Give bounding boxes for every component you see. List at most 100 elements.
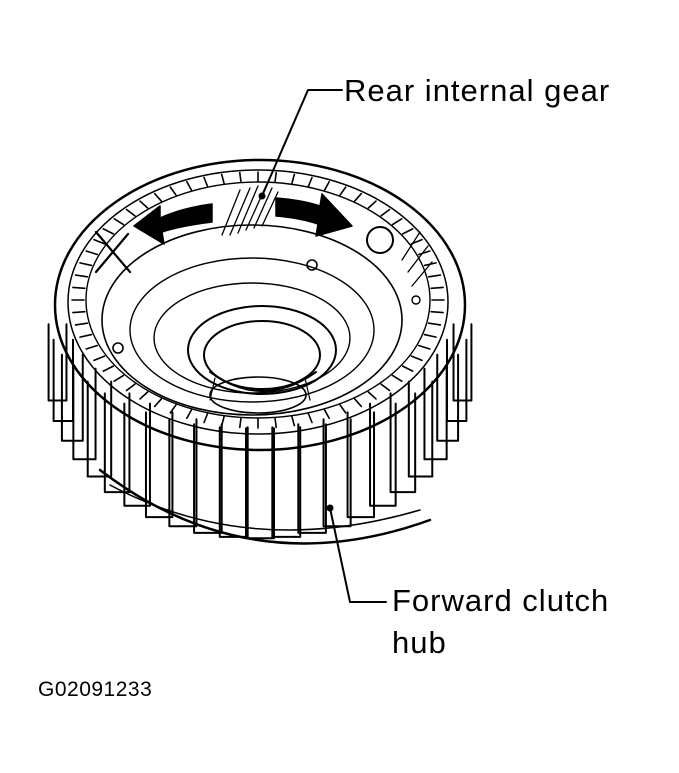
hub-spline-tooth [436, 353, 460, 442]
hub-spline-tooth [297, 423, 327, 534]
internal-gear-tooth [93, 238, 106, 245]
hub-spline-tooth [407, 380, 434, 478]
bore-ellipse-inner [203, 320, 321, 390]
hub-spline-tooth [218, 426, 249, 538]
internal-gear-tooth [125, 208, 136, 217]
forward-clutch-hub-label: Forward clutch hub [392, 583, 610, 660]
hole-small-left [112, 342, 124, 354]
internal-gear-tooth [430, 286, 444, 290]
internal-gear-tooth [380, 208, 391, 217]
internal-gear-tooth [427, 322, 442, 326]
hub-spline-tooth [47, 323, 68, 402]
hub-spline-tooth [389, 392, 417, 494]
leader-dot-rear [258, 192, 266, 200]
internal-gear-tooth [323, 180, 330, 191]
bore-ellipse-outer [187, 305, 337, 395]
internal-gear-tooth [113, 217, 125, 226]
internal-gear-tooth [72, 310, 86, 314]
bore-shading [209, 377, 311, 401]
internal-gear-tooth [220, 173, 225, 185]
internal-gear-tooth [423, 333, 437, 338]
hole-small-right [411, 295, 421, 305]
hole-small-top [306, 259, 318, 271]
internal-gear-tooth [139, 391, 149, 400]
internal-gear-tooth [417, 250, 431, 256]
hub-spline-tooth [271, 426, 302, 538]
internal-gear-tooth [353, 192, 363, 202]
rotation-arrow-left-icon [133, 203, 213, 245]
leader-line-forward-clutch-hub [329, 507, 387, 603]
internal-gear-tooth [113, 374, 125, 383]
bore-throat [209, 371, 317, 392]
hub-spline-tooth [322, 418, 352, 528]
platform-ellipse-1 [101, 224, 403, 416]
internal-gear-tooth [401, 365, 414, 372]
internal-gear-tooth [353, 398, 363, 408]
internal-gear-tooth [74, 274, 89, 278]
internal-gear-tooth [102, 228, 115, 235]
outer-rim-inner-ellipse [67, 169, 449, 435]
internal-gear-tooth [274, 171, 278, 183]
internal-gear-tooth [186, 409, 193, 420]
hub-bottom-rim [98, 468, 432, 545]
internal-gear-tooth [291, 415, 296, 427]
internal-gear-tooth [203, 413, 209, 424]
internal-gear-tooth [153, 398, 163, 408]
internal-gear-root-ellipse [85, 181, 431, 419]
internal-gear-tooth [307, 176, 313, 187]
internal-gear-tooth [169, 404, 177, 414]
internal-gear-tooth [220, 415, 225, 427]
internal-gear-tooth [401, 228, 414, 235]
internal-gear-tooth [291, 173, 296, 185]
hub-spline-tooth [144, 411, 174, 519]
hub-spline-tooth [346, 411, 376, 519]
internal-gear-tooth [125, 383, 136, 392]
internal-gear-tooth [186, 180, 193, 191]
hole-large [366, 226, 394, 254]
internal-gear-tooth [339, 404, 347, 414]
internal-gear-tooth [238, 171, 242, 183]
platform-ellipse-2 [129, 257, 375, 403]
hub-spline-tooth [168, 418, 198, 528]
internal-gear-tooth [307, 413, 313, 424]
forward-clutch-hub-splines [47, 323, 473, 540]
internal-gear-tooth [427, 274, 442, 278]
internal-gear-tooth [74, 322, 89, 326]
internal-gear-tooth [339, 186, 347, 196]
internal-gear-tooth [79, 262, 93, 267]
hub-spline-tooth [369, 402, 397, 507]
internal-gear-tooth [410, 355, 423, 362]
hub-spline-tooth [52, 338, 74, 422]
internal-gear-tooth [367, 200, 377, 209]
rear-internal-gear-label: Rear internal gear [344, 73, 611, 108]
internal-gear-tooth [391, 217, 403, 226]
hub-spline-tooth [446, 338, 468, 422]
internal-gear-tooth [93, 355, 106, 362]
internal-gear-tooth [72, 286, 86, 290]
hub-bottom-edge [109, 484, 421, 531]
internal-gear-tooth [102, 365, 115, 372]
hub-spline-tooth [103, 392, 131, 494]
internal-gear-tooth [203, 176, 209, 187]
internal-gear-tooth [85, 250, 99, 256]
internal-gear-tooth [417, 344, 431, 350]
internal-gear-tooth [238, 417, 242, 429]
bore-bottom [209, 376, 307, 414]
hub-spline-tooth [193, 423, 223, 534]
leader-dot-forward [326, 504, 334, 512]
rotation-arrow-right-icon [275, 193, 353, 237]
leader-line-rear-internal-gear [261, 89, 343, 197]
internal-gear-tooth [274, 417, 278, 429]
internal-gear-tooth [380, 383, 391, 392]
internal-gear-tooth [323, 409, 330, 420]
internal-gear-tooth [367, 391, 377, 400]
hub-spline-tooth [423, 367, 448, 461]
internal-gear-tooth [153, 192, 163, 202]
hub-spline-tooth [245, 427, 275, 540]
internal-gear-tooth [391, 374, 403, 383]
internal-gear-tooth [85, 344, 99, 350]
internal-gear-tooth [430, 310, 444, 314]
internal-gear-tooth [79, 333, 93, 338]
x-mark-icon [94, 230, 132, 274]
